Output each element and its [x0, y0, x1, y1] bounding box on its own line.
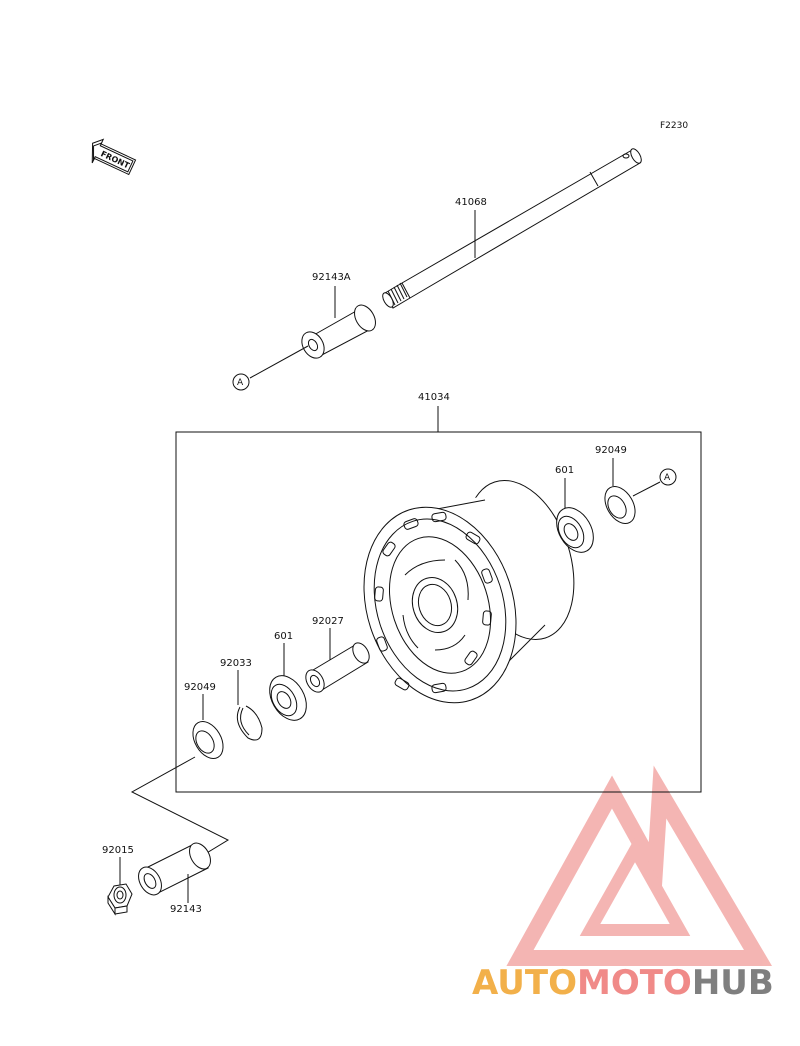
- label-41034: 41034: [418, 392, 450, 403]
- ref-a-label-top: A: [237, 378, 244, 388]
- collar-92143A: [301, 304, 376, 359]
- ref-a-circle-right: [659, 468, 677, 486]
- seal-92049-left: [192, 721, 224, 759]
- label-92143: 92143: [170, 904, 202, 915]
- axle-41068: [382, 148, 642, 309]
- nut-92015: [107, 883, 133, 916]
- sleeve-92027: [305, 642, 370, 693]
- label-92027: 92027: [312, 616, 344, 627]
- watermark-hub: HUB: [691, 963, 774, 1003]
- collar-92143: [138, 842, 211, 896]
- label-92033: 92033: [220, 658, 252, 669]
- label-92015: 92015: [102, 845, 134, 856]
- watermark-moto: MOTO: [576, 963, 692, 1003]
- bearing-601-right: [556, 507, 594, 553]
- bearing-601-left: [269, 675, 307, 721]
- circlip-92033: [236, 705, 263, 741]
- hub-41034: [363, 479, 575, 704]
- label-92049-left: 92049: [184, 682, 216, 693]
- watermark-text: AUTOMOTOHUB: [472, 963, 774, 1003]
- ref-a-line-right: [632, 481, 661, 497]
- front-direction-arrow-icon: FRONT: [91, 138, 137, 176]
- diagram-code: F2230: [660, 121, 688, 131]
- seal-92049-right: [604, 486, 636, 524]
- label-601-left: 601: [274, 631, 293, 642]
- hub-assembly-frame: [175, 431, 702, 793]
- label-41068: 41068: [455, 197, 487, 208]
- ref-a-line-top: [249, 345, 309, 379]
- label-92143A: 92143A: [312, 272, 351, 283]
- watermark-auto: AUTO: [472, 963, 577, 1003]
- label-92049-right: 92049: [595, 445, 627, 456]
- label-601-right: 601: [555, 465, 574, 476]
- ref-a-label-right: A: [664, 473, 671, 483]
- ref-a-circle-top: [232, 373, 250, 391]
- watermark-logo-icon: [506, 765, 773, 966]
